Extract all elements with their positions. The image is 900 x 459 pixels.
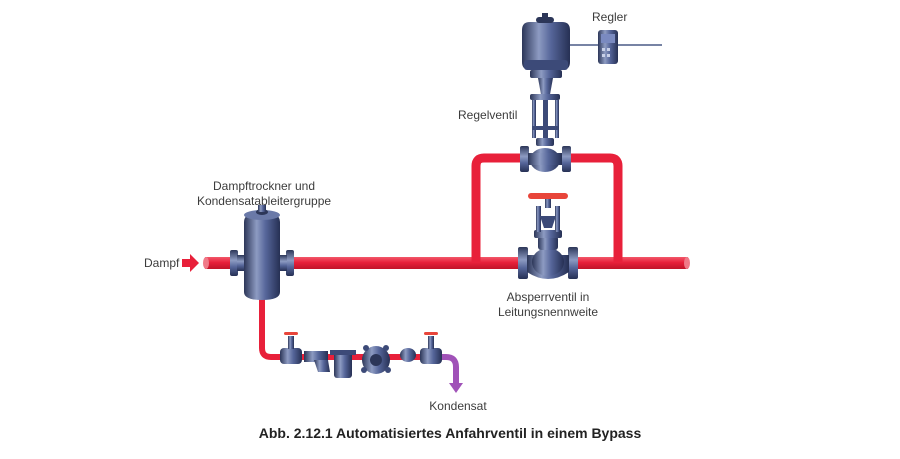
condensate-drain-pipe bbox=[259, 298, 463, 393]
label-dampf: Dampf bbox=[144, 256, 180, 270]
strainer bbox=[304, 351, 330, 372]
steam-inlet-arrow-icon bbox=[182, 254, 199, 272]
label-trockner-line2: Kondensatableitergruppe bbox=[196, 194, 332, 208]
trap-group bbox=[280, 332, 442, 378]
label-regelventil: Regelventil bbox=[458, 108, 518, 122]
label-kondensat: Kondensat bbox=[429, 399, 487, 413]
label-regler: Regler bbox=[592, 10, 628, 24]
controller bbox=[570, 30, 662, 64]
steam-trap bbox=[361, 345, 391, 374]
label-trockner-line1: Dampftrockner und bbox=[212, 179, 316, 193]
isolating-valve bbox=[518, 193, 578, 279]
trap-isolation-valve-2 bbox=[420, 332, 442, 364]
control-valve bbox=[520, 13, 571, 172]
steam-separator bbox=[230, 205, 294, 300]
sight-glass bbox=[330, 350, 356, 378]
condensate-arrow-icon bbox=[449, 383, 463, 393]
check-valve bbox=[400, 348, 416, 362]
label-absperr-line1: Absperrventil in bbox=[506, 290, 590, 304]
figure-caption: Abb. 2.12.1 Automatisiertes Anfahrventil… bbox=[258, 425, 642, 441]
handwheel-icon bbox=[528, 193, 568, 199]
label-absperr-line2: Leitungsnennweite bbox=[497, 305, 599, 319]
trap-isolation-valve-1 bbox=[280, 332, 302, 364]
